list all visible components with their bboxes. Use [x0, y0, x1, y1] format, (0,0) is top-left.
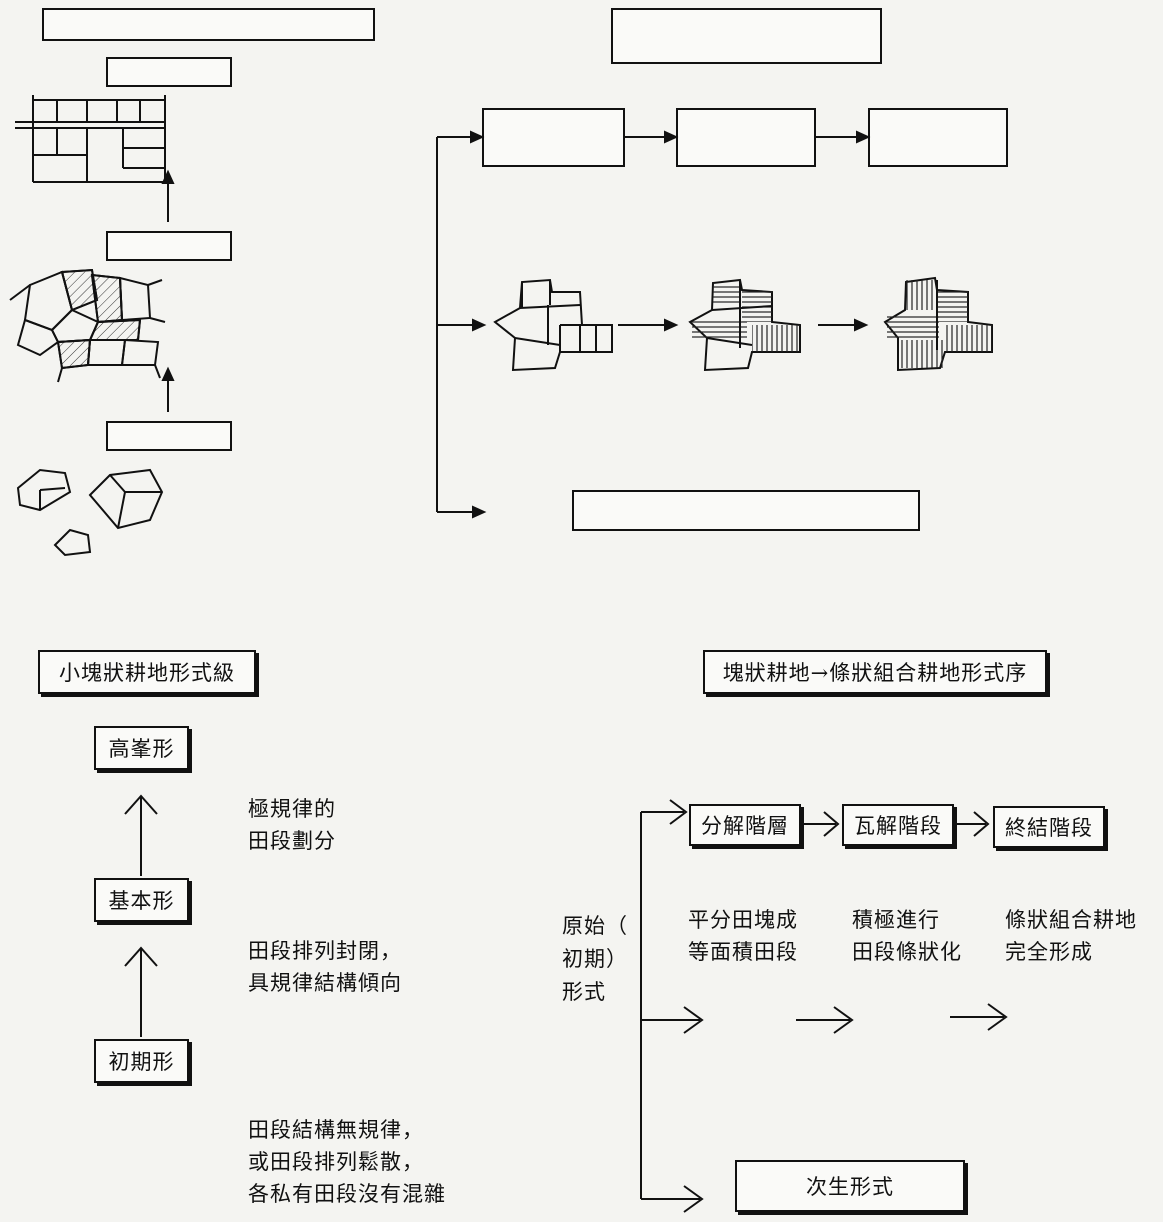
left-title-box: 小塊狀耕地形式級: [38, 650, 256, 694]
blank-stage-box-1: [482, 108, 625, 167]
blank-label-box-basic: [106, 231, 232, 261]
note-initial-form: 田段結構無規律， 或田段排列鬆散， 各私有田段沒有混雜: [248, 1118, 446, 1206]
blank-secondary-box: [572, 490, 920, 531]
stage-sketch-2: [688, 278, 801, 372]
initial-form-box: 初期形: [94, 1039, 189, 1083]
secondary-form-box: 次生形式: [735, 1160, 965, 1212]
basic-form-box: 基本形: [94, 878, 189, 922]
stage-sketch-1: [493, 278, 613, 372]
blank-label-box-initial: [106, 421, 232, 451]
stage-1-box: 分解階層: [689, 804, 801, 846]
stage-1-description: 平分田塊成 等面積田段: [688, 908, 798, 964]
note-basic-form: 田段排列封閉， 具規律結構傾向: [248, 939, 402, 995]
high-form-sketch: [15, 95, 166, 183]
high-form-box: 高峯形: [94, 726, 189, 770]
blank-title-box-left: [42, 8, 375, 41]
stage-3-box: 終結階段: [993, 806, 1105, 848]
right-title-box: 塊狀耕地→條狀組合耕地形式序: [703, 650, 1047, 694]
stage-3-description: 條狀組合耕地 完全形成: [1005, 908, 1137, 964]
branch-lines: [436, 130, 871, 519]
note-high-form: 極規律的 田段劃分: [248, 797, 336, 853]
blank-stage-box-3: [868, 108, 1008, 167]
blank-label-box-high: [106, 57, 232, 87]
origin-label: 原始（ 初期） 形式: [562, 914, 628, 1004]
stage-2-description: 積極進行 田段條狀化: [852, 908, 962, 964]
initial-form-sketch: [16, 468, 164, 557]
blank-title-box-right: [611, 8, 882, 64]
stage-2-box: 瓦解階段: [842, 804, 954, 846]
stage-sketch-3: [883, 276, 993, 372]
illustration-sketches: [9, 95, 993, 557]
basic-form-sketch: [9, 268, 166, 383]
